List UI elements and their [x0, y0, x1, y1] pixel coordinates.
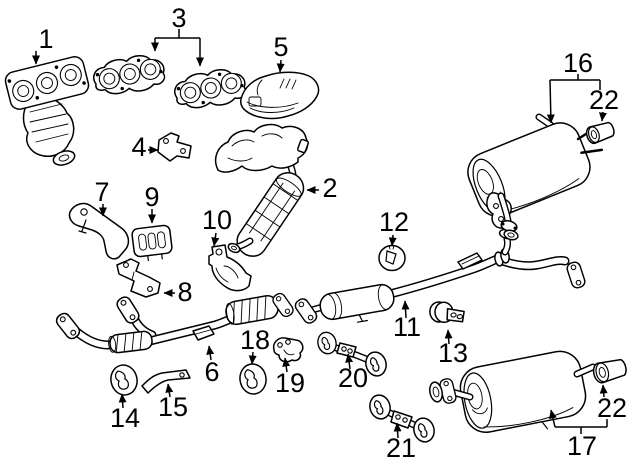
callout-label-5[interactable]: 5 — [273, 32, 288, 62]
tailpipe-tip-lower — [592, 358, 627, 384]
callout-label-13[interactable]: 13 — [438, 338, 468, 368]
callout-label-1[interactable]: 1 — [38, 24, 53, 54]
converter-bracket-10 — [208, 244, 252, 292]
callout-label-14[interactable]: 14 — [110, 403, 140, 433]
callout-12-leader — [388, 234, 397, 247]
callout-21-leader — [393, 422, 402, 439]
callout-20-leader — [345, 353, 354, 370]
callout-14-leader — [118, 393, 127, 409]
front-exhaust-manifold — [4, 56, 90, 166]
callout-label-6[interactable]: 6 — [204, 357, 219, 387]
callout-17-leader — [549, 409, 557, 428]
center-exhaust-pipe — [292, 228, 588, 327]
callout-19-leader — [282, 357, 291, 373]
heat-insulator-9 — [131, 224, 173, 262]
callout-label-22-lower[interactable]: 22 — [597, 393, 627, 423]
tailpipe-tip-upper — [585, 121, 615, 145]
manifold-gasket-left — [90, 50, 168, 100]
callout-18-leader — [248, 351, 257, 365]
front-exhaust-pipe — [53, 290, 296, 354]
hanger-bracket-15 — [141, 369, 191, 394]
callout-label-17[interactable]: 17 — [567, 431, 597, 461]
manifold-stay-bracket — [157, 132, 192, 162]
support-bracket-8 — [116, 258, 161, 298]
callout-label-7[interactable]: 7 — [94, 177, 109, 207]
callout-label-18[interactable]: 18 — [240, 325, 270, 355]
manifold-heat-shield — [240, 71, 320, 120]
hook-bracket-19 — [272, 337, 304, 363]
callout-6-leader — [206, 345, 215, 361]
callout-3-bracket — [155, 29, 200, 39]
support-hanger-21 — [366, 392, 438, 445]
pipe-clamp-bracket-13 — [429, 301, 465, 324]
callout-22-upper-leader — [598, 111, 607, 122]
callout-16-leader — [546, 79, 555, 124]
callout-label-19[interactable]: 19 — [275, 368, 305, 398]
converter-bracket-7 — [68, 202, 130, 260]
callout-leaders — [32, 29, 608, 439]
callout-22-lower-leader — [599, 384, 608, 398]
callout-label-2[interactable]: 2 — [322, 173, 337, 203]
callout-label-15[interactable]: 15 — [158, 392, 188, 422]
callout-label-4[interactable]: 4 — [131, 132, 146, 162]
callout-5-leader — [276, 59, 285, 73]
hanger-insulator-14 — [107, 361, 141, 399]
callout-16-bracket — [550, 74, 601, 90]
callout-label-16[interactable]: 16 — [563, 48, 593, 78]
pipe-support-tab — [192, 325, 215, 341]
callout-label-10[interactable]: 10 — [202, 205, 232, 235]
callout-label-11[interactable]: 11 — [393, 312, 421, 342]
callout-17-bracket — [555, 419, 608, 434]
callout-labels: 1 2 3 4 5 6 7 8 9 10 11 12 13 14 15 16 1… — [38, 3, 627, 463]
support-hanger-20 — [314, 329, 390, 379]
callout-label-9[interactable]: 9 — [144, 182, 159, 212]
callout-label-12[interactable]: 12 — [379, 207, 409, 237]
callout-label-21[interactable]: 21 — [386, 433, 416, 463]
callout-11-leader — [401, 300, 410, 319]
hanger-insulator-12 — [378, 244, 406, 272]
callout-15-leader — [165, 383, 174, 398]
callout-label-3[interactable]: 3 — [171, 3, 186, 33]
callout-10-leader — [211, 232, 220, 247]
callout-label-8[interactable]: 8 — [177, 277, 192, 307]
manifold-gasket-right — [171, 64, 249, 114]
hanger-insulator-18 — [237, 361, 269, 397]
rear-muffler-upper — [467, 113, 604, 241]
callout-13-leader — [444, 329, 453, 345]
callout-label-20[interactable]: 20 — [338, 363, 368, 393]
callout-label-22-upper[interactable]: 22 — [589, 85, 619, 115]
rear-exhaust-manifold — [214, 123, 309, 257]
